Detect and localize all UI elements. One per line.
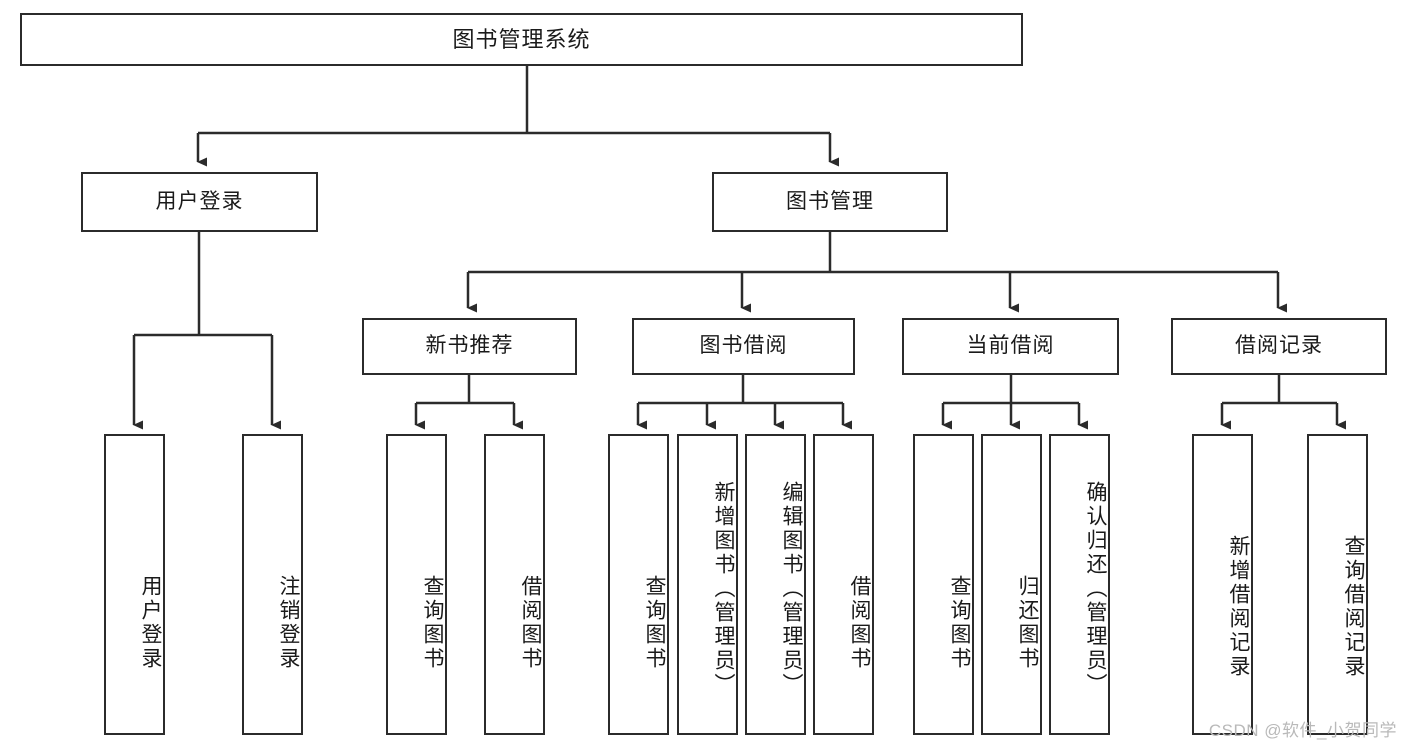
node-root-system[interactable]: 图书管理系统 <box>20 13 1023 66</box>
node-label: 查询图书 <box>948 574 971 671</box>
leaf-user-login-signout[interactable]: 注销登录 <box>242 434 303 735</box>
leaf-book-borrow-lend[interactable]: 借阅图书 <box>813 434 874 735</box>
node-label: 确认归还（管理员） <box>1084 480 1107 697</box>
node-label: 注销登录 <box>277 574 300 671</box>
node-label: 新增图书（管理员） <box>712 480 735 697</box>
node-label: 归还图书 <box>1016 574 1039 671</box>
node-user-login[interactable]: 用户登录 <box>81 172 318 232</box>
leaf-user-login-signin[interactable]: 用户登录 <box>104 434 165 735</box>
leaf-borrow-record-query[interactable]: 查询借阅记录 <box>1307 434 1368 735</box>
node-label: 借阅图书 <box>519 574 542 671</box>
node-label: 用户登录 <box>139 574 162 671</box>
node-label: 查询图书 <box>643 574 666 671</box>
leaf-current-borrow-confirm-return[interactable]: 确认归还（管理员） <box>1049 434 1110 735</box>
node-label: 图书管理系统 <box>452 26 591 52</box>
leaf-new-book-query[interactable]: 查询图书 <box>386 434 447 735</box>
leaf-new-book-borrow[interactable]: 借阅图书 <box>484 434 545 735</box>
leaf-borrow-record-add[interactable]: 新增借阅记录 <box>1192 434 1253 735</box>
node-label: 图书管理 <box>786 189 874 213</box>
node-book-borrow[interactable]: 图书借阅 <box>632 318 855 375</box>
node-label: 图书借阅 <box>699 334 788 358</box>
node-label: 编辑图书（管理员） <box>780 480 803 697</box>
leaf-book-borrow-query[interactable]: 查询图书 <box>608 434 669 735</box>
node-label: 借阅记录 <box>1235 334 1323 358</box>
node-label: 查询借阅记录 <box>1342 534 1365 679</box>
node-book-management[interactable]: 图书管理 <box>712 172 948 232</box>
node-label: 借阅图书 <box>848 574 871 671</box>
node-current-borrow[interactable]: 当前借阅 <box>902 318 1119 375</box>
leaf-current-borrow-return[interactable]: 归还图书 <box>981 434 1042 735</box>
leaf-book-borrow-add[interactable]: 新增图书（管理员） <box>677 434 738 735</box>
node-new-book-recommend[interactable]: 新书推荐 <box>362 318 577 375</box>
node-label: 新增借阅记录 <box>1227 534 1250 679</box>
node-label: 用户登录 <box>155 189 244 213</box>
node-label: 新书推荐 <box>425 334 514 358</box>
node-label: 查询图书 <box>421 574 444 671</box>
csdn-watermark: CSDN @软件_小贺同学 <box>1208 721 1397 740</box>
leaf-current-borrow-query[interactable]: 查询图书 <box>913 434 974 735</box>
leaf-book-borrow-edit[interactable]: 编辑图书（管理员） <box>745 434 806 735</box>
node-borrow-record[interactable]: 借阅记录 <box>1171 318 1387 375</box>
node-label: 当前借阅 <box>966 334 1055 358</box>
